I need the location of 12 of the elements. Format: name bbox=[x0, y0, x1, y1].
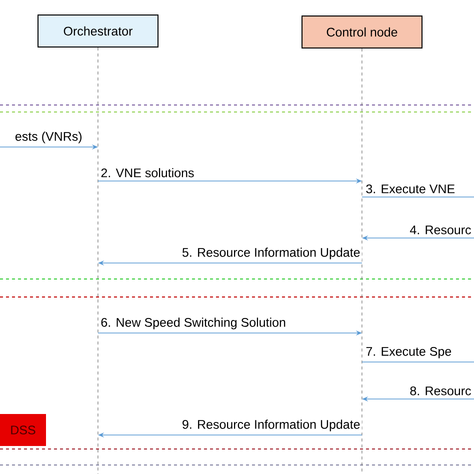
edge-label: 7. Execute Spe bbox=[364, 345, 454, 360]
edge-label: 9. Resource Information Update bbox=[180, 418, 362, 433]
edge-label: 8. Resourc bbox=[408, 384, 473, 397]
participant-box: Control node bbox=[302, 16, 422, 48]
edge-label: 3. Execute VNE bbox=[364, 182, 457, 195]
edge-label: ests (VNRs) bbox=[13, 130, 84, 145]
edge-label: 2. VNE solutions bbox=[99, 166, 196, 179]
participant-box: Orchestrator bbox=[38, 14, 158, 48]
edge-label: 4. Resourc bbox=[408, 224, 473, 236]
component-box: DSS bbox=[0, 414, 46, 446]
edge-label: 5. Resource Information Update bbox=[180, 246, 362, 261]
edge-label: 6. New Speed Switching Solution bbox=[99, 316, 288, 331]
